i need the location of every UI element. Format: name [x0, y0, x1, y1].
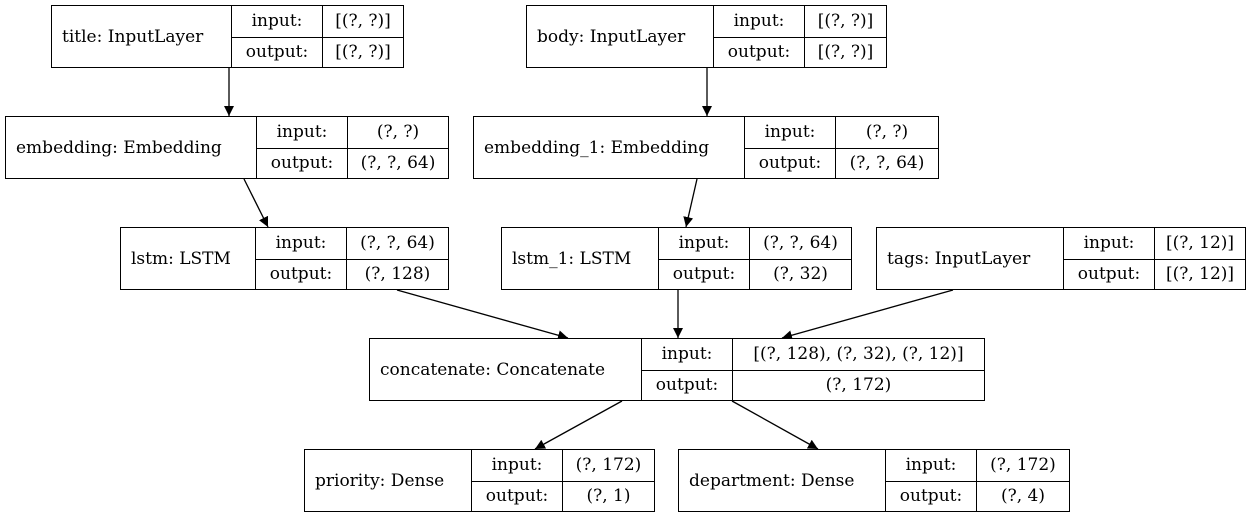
input-shape: [(?, 12)]: [1165, 233, 1235, 254]
output-label: output:: [1064, 259, 1155, 289]
edge-lstm-to-concatenate: [396, 289, 569, 341]
edge-concatenate-to-priority: [534, 400, 623, 450]
input-label: input:: [642, 339, 733, 370]
node-lstm-1: lstm_1: LSTM input: (?, ?, 64) output: (…: [501, 227, 852, 290]
output-label: output:: [745, 148, 836, 178]
node-body: body: InputLayer input: [(?, ?)] output:…: [526, 5, 887, 68]
node-name: department: Dense: [679, 450, 886, 511]
edge-embedding-to-lstm: [243, 178, 269, 228]
node-name: embedding: Embedding: [6, 117, 257, 178]
node-priority: priority: Dense input: (?, 172) output: …: [304, 449, 655, 512]
node-name: body: InputLayer: [527, 6, 714, 67]
output-label: output:: [886, 481, 977, 511]
output-label: output:: [256, 259, 347, 289]
input-shape: (?, ?): [376, 122, 420, 143]
node-name: concatenate: Concatenate: [370, 339, 642, 400]
node-name: embedding_1: Embedding: [474, 117, 745, 178]
input-shape: [(?, 128), (?, 32), (?, 12)]: [753, 344, 964, 365]
output-shape: (?, ?, 64): [849, 153, 925, 174]
node-lstm: lstm: LSTM input: (?, ?, 64) output: (?,…: [120, 227, 449, 290]
input-shape: [(?, ?)]: [335, 11, 391, 32]
input-shape: (?, ?, 64): [360, 233, 435, 254]
edge-embedding_1-to-lstm_1: [683, 178, 698, 228]
output-shape: [(?, ?)]: [817, 42, 874, 63]
input-label: input:: [714, 6, 805, 37]
output-shape: (?, 32): [773, 264, 828, 285]
input-shape: (?, ?, 64): [763, 233, 838, 254]
output-label: output:: [659, 259, 750, 289]
input-shape: (?, 172): [575, 455, 642, 476]
input-label: input:: [1064, 228, 1155, 259]
output-label: output:: [257, 148, 348, 178]
node-concatenate: concatenate: Concatenate input: [(?, 128…: [369, 338, 985, 401]
output-shape: (?, 4): [1000, 486, 1045, 507]
node-embedding: embedding: Embedding input: (?, ?) outpu…: [5, 116, 449, 179]
node-name: lstm: LSTM: [121, 228, 256, 289]
edge-concatenate-to-department: [731, 400, 819, 450]
output-label: output:: [714, 37, 805, 67]
output-shape: [(?, 12)]: [1165, 264, 1235, 285]
output-shape: (?, 172): [825, 375, 892, 396]
output-shape: (?, 1): [586, 486, 631, 507]
input-shape: (?, ?): [865, 122, 909, 143]
output-shape: [(?, ?)]: [335, 42, 391, 63]
input-label: input:: [659, 228, 750, 259]
input-shape: [(?, ?)]: [817, 11, 874, 32]
node-name: priority: Dense: [305, 450, 472, 511]
node-name: lstm_1: LSTM: [502, 228, 659, 289]
node-name: title: InputLayer: [52, 6, 232, 67]
input-label: input:: [256, 228, 347, 259]
input-label: input:: [472, 450, 563, 481]
node-department: department: Dense input: (?, 172) output…: [678, 449, 1070, 512]
output-label: output:: [642, 370, 733, 400]
node-name: tags: InputLayer: [877, 228, 1064, 289]
input-label: input:: [886, 450, 977, 481]
node-embedding-1: embedding_1: Embedding input: (?, ?) out…: [473, 116, 939, 179]
input-label: input:: [232, 6, 323, 37]
output-label: output:: [232, 37, 323, 67]
input-shape: (?, 172): [990, 455, 1056, 476]
input-label: input:: [257, 117, 348, 148]
output-shape: (?, 128): [364, 264, 431, 285]
output-shape: (?, ?, 64): [360, 153, 436, 174]
node-tags: tags: InputLayer input: [(?, 12)] output…: [876, 227, 1246, 290]
edge-tags-to-concatenate: [781, 289, 954, 341]
input-label: input:: [745, 117, 836, 148]
node-title: title: InputLayer input: [(?, ?)] output…: [51, 5, 404, 68]
output-label: output:: [472, 481, 563, 511]
